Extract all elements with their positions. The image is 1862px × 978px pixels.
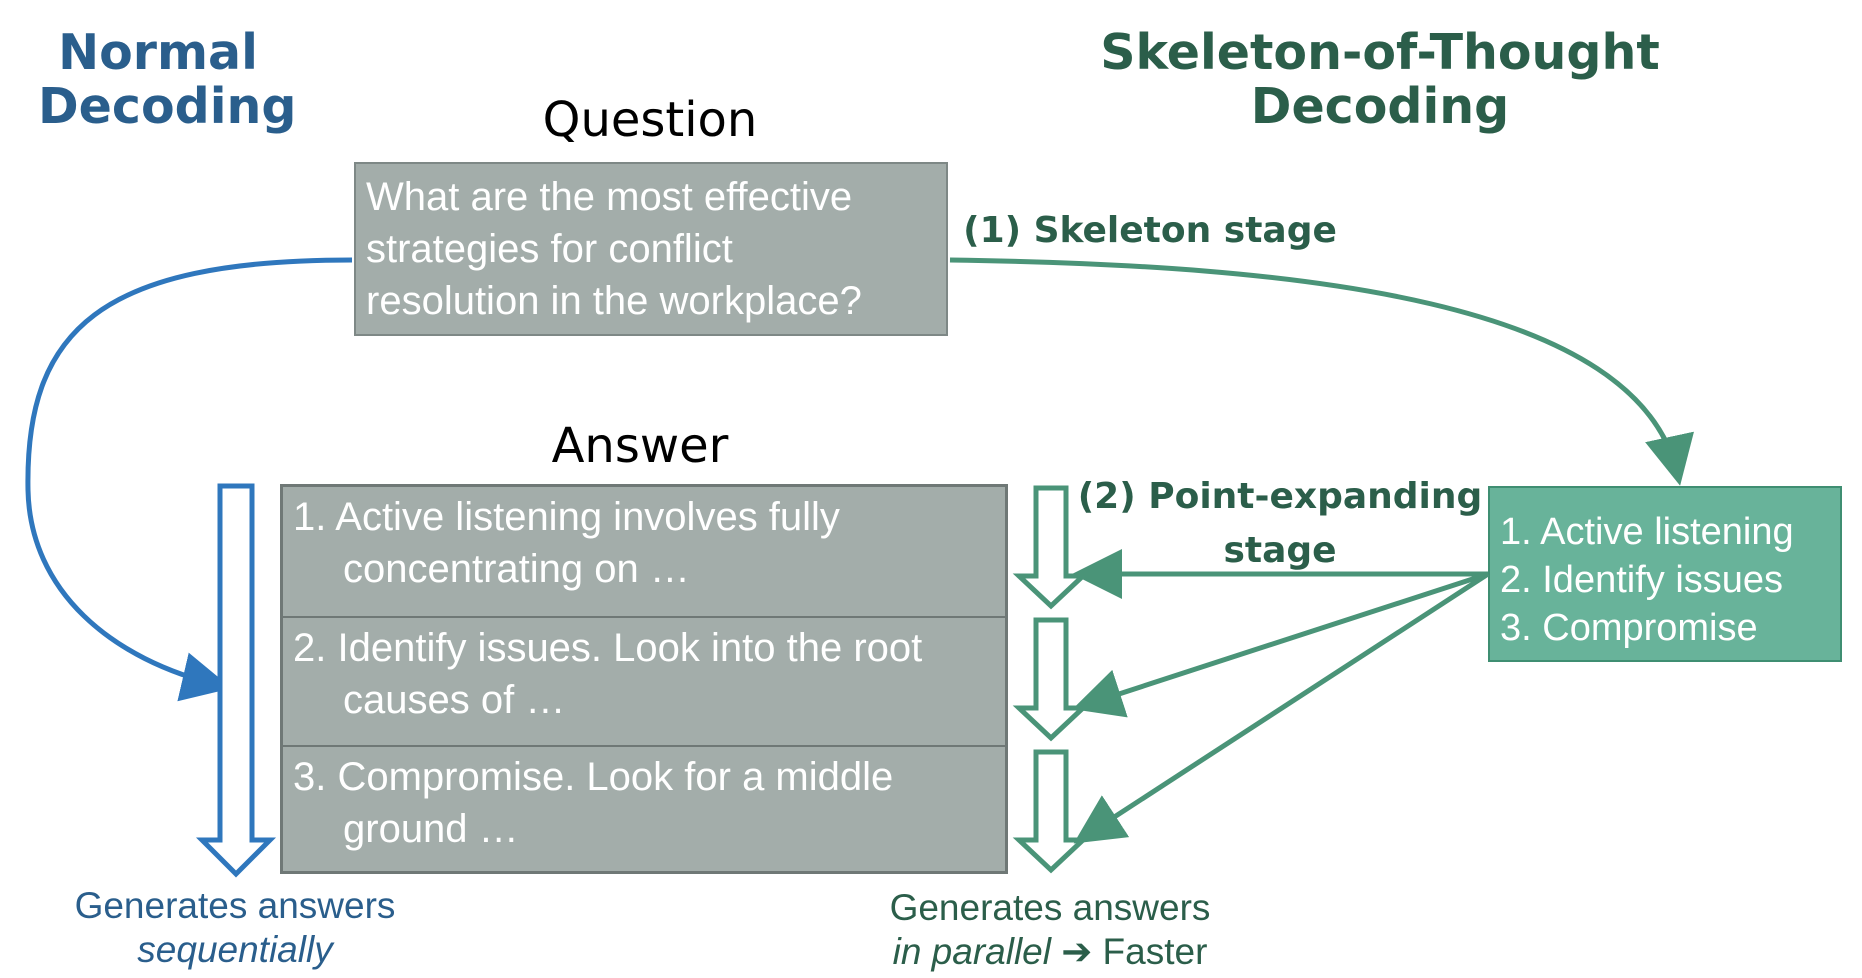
answer-item: 2. Identify issues. Look into the root c… (283, 616, 1005, 745)
question-line-3: resolution in the workplace? (366, 279, 862, 323)
skeleton-item-3: 3. Compromise (1500, 607, 1758, 649)
answer-item: 1. Active listening involves fully conce… (283, 487, 1005, 616)
sot-caption-faster: Faster (1102, 931, 1208, 972)
normal-decoding-arrow (25, 257, 353, 702)
skeleton-item-1: 1. Active listening (1500, 511, 1794, 553)
answer-item-2-line2: causes of … (343, 678, 566, 722)
answer-item-3-line2: ground … (343, 807, 519, 851)
answer-title: Answer (551, 418, 729, 474)
question-line-1: What are the most effective (366, 175, 853, 219)
question-box: What are the most effective strategies f… (354, 162, 948, 336)
normal-caption-line2: sequentially (137, 929, 333, 970)
parallel-arrow-3-icon (1012, 749, 1090, 874)
normal-heading-line2: Decoding (38, 78, 297, 135)
parallel-arrow-1-icon (1012, 485, 1090, 610)
sot-heading-line2: Decoding (1250, 78, 1510, 135)
answer-item-1-line1: 1. Active listening involves fully (293, 495, 840, 539)
skeleton-stage-label: (1) Skeleton stage (963, 210, 1337, 251)
sot-caption-line2: in parallel ➔ Faster (840, 930, 1260, 974)
question-title: Question (542, 92, 758, 148)
question-line-2: strategies for conflict (366, 227, 733, 271)
normal-heading-line1: Normal (58, 24, 258, 81)
sot-heading-line1: Skeleton-of-Thought (1100, 24, 1660, 81)
point-expand-arrow-2 (1072, 571, 1489, 718)
answer-item-2-line1: 2. Identify issues. Look into the root (293, 626, 923, 670)
answer-item-3-line1: 3. Compromise. Look for a middle (293, 755, 894, 799)
parallel-arrow-2-icon (1012, 617, 1090, 742)
answer-item: 3. Compromise. Look for a middle ground … (283, 745, 1005, 874)
right-arrow-icon: ➔ (1061, 931, 1093, 972)
answer-box: 1. Active listening involves fully conce… (280, 484, 1008, 874)
skeleton-stage-arrow (949, 257, 1694, 486)
point-stage-line1: (2) Point-expanding (1077, 476, 1483, 517)
sequential-arrow-icon (195, 483, 277, 878)
skeleton-box: 1. Active listening 2. Identify issues 3… (1488, 486, 1842, 662)
point-stage-line2: stage (1223, 530, 1337, 571)
sot-caption-parallel: in parallel (892, 931, 1051, 972)
sot-caption: Generates answers in parallel ➔ Faster (840, 886, 1260, 974)
answer-item-1-line2: concentrating on … (343, 547, 690, 591)
normal-caption: Generates answers sequentially (40, 884, 430, 972)
normal-caption-line1: Generates answers (74, 885, 396, 926)
point-expand-arrow-3 (1073, 571, 1490, 844)
sot-decoding-heading: Skeleton-of-Thought Decoding (1100, 26, 1660, 134)
skeleton-item-2: 2. Identify issues (1500, 559, 1784, 601)
point-expanding-stage-label: (2) Point-expanding stage (1070, 470, 1490, 578)
normal-decoding-heading: Normal Decoding (38, 24, 297, 135)
sot-caption-line1: Generates answers (889, 887, 1211, 928)
